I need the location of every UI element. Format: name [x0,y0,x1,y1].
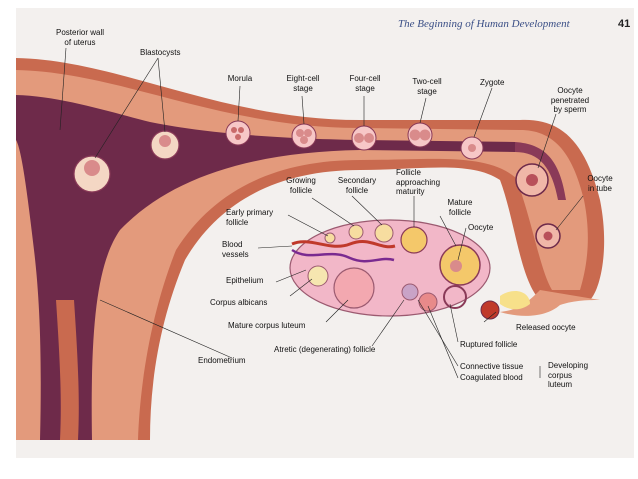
label-corpus-albicans: Corpus albicans [210,298,268,307]
leader-lines [59,47,584,379]
blood-vessels [291,240,396,249]
label-morula: Morula [227,74,253,83]
label-ruptured-follicle: Ruptured follicle [460,340,518,349]
secondary-follicle [374,223,394,243]
ruptured-follicle [443,285,467,309]
four-cell-stage [351,125,377,151]
endometrium-cavity [16,95,515,440]
cervical-canal [56,300,79,440]
label-released-oocyte: Released oocyte [516,323,576,332]
label-coagulated-blood: Coagulated blood [460,373,523,382]
running-title: The Beginning of Human Development [398,18,570,30]
two-cell-stage [407,122,433,148]
label-blastocysts: Blastocysts [140,48,181,57]
corpus-albicans [307,265,329,287]
label-epithelium: Epithelium [226,276,264,285]
fimbriae [500,290,600,316]
developing-corpus-luteum [418,292,438,312]
growing-follicle [348,224,364,240]
oocyte-penetrated-by-sperm [515,163,549,197]
released-oocyte [480,300,500,320]
atretic-follicle [401,283,419,301]
released-follicular-fluid [500,290,530,310]
oocyte-in-tube [535,223,561,249]
morula [225,120,251,146]
blastocyst-2 [150,130,180,160]
mature-follicle-oocyte [450,260,462,272]
label-connective-tissue: Connective tissue [460,362,524,371]
blastocyst-1 [73,155,111,193]
eight-cell-stage [291,123,317,149]
early-primary-follicle [324,232,336,244]
label-zygote: Zygote [480,78,505,87]
label-mature-corpus-luteum: Mature corpus luteum [228,321,306,330]
follicle-approaching-maturity [400,226,428,254]
label-oocyte: Oocyte [468,223,494,232]
label-atretic-follicle: Atretic (degenerating) follicle [274,345,376,354]
page-number: 41 [618,18,631,30]
label-endometrium: Endometrium [198,356,246,365]
mature-corpus-luteum [333,267,375,309]
uterine-tube-lumen [515,142,566,200]
zygote [460,136,484,160]
